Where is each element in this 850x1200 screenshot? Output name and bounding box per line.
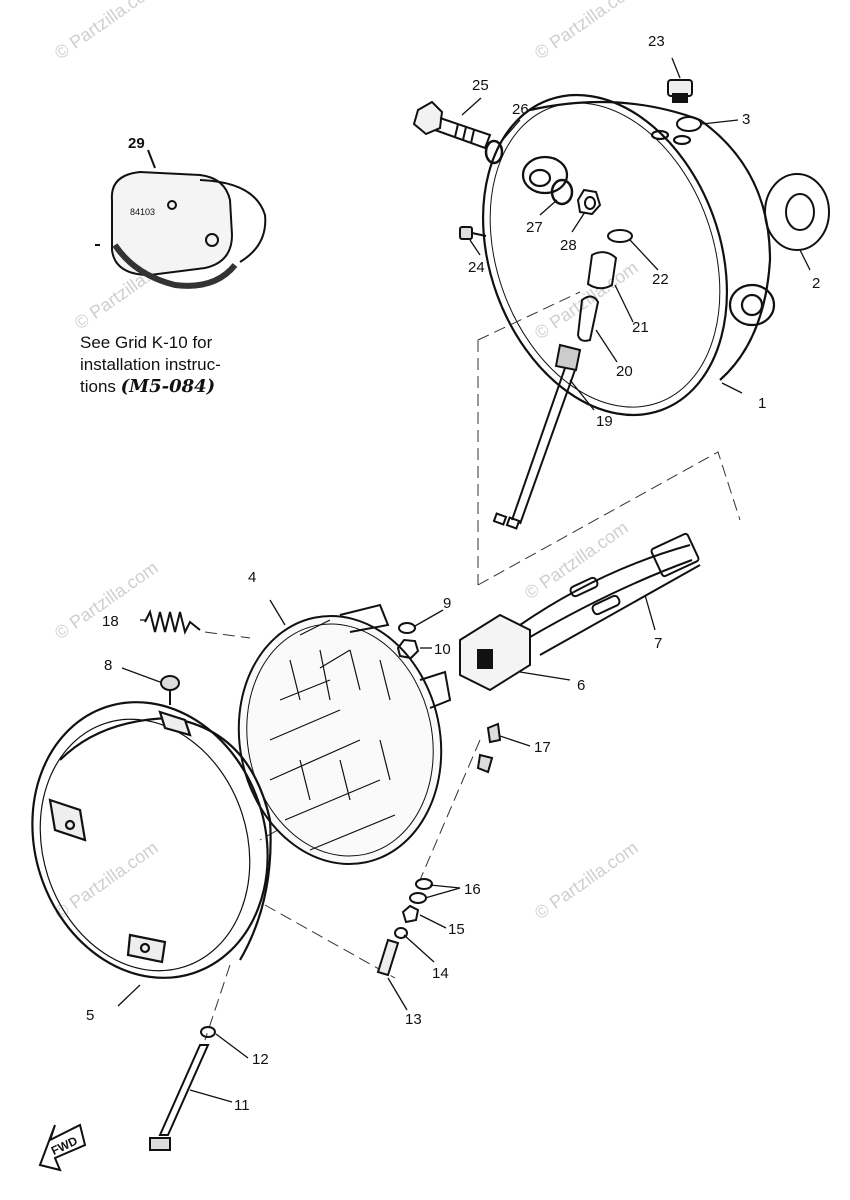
- wire-harness: [459, 532, 701, 692]
- cap-bolt: [667, 79, 693, 103]
- callout-20: 20: [616, 363, 633, 380]
- bulb-socket: [492, 251, 618, 530]
- note-code: (M5-084): [120, 376, 216, 397]
- callout-1: 1: [758, 395, 766, 412]
- callout-23: 23: [648, 33, 665, 50]
- stamp-text: 84103: [130, 207, 155, 217]
- callout-7: 7: [654, 635, 662, 652]
- callout-14: 14: [432, 965, 449, 982]
- spring: [144, 609, 201, 635]
- guide-lines: [204, 291, 741, 1041]
- grommet: [764, 173, 830, 251]
- leader-lines: [117, 57, 811, 1103]
- headlight-rim: [31, 701, 272, 979]
- callout-16: 16: [464, 881, 481, 898]
- headlight-shell: [481, 93, 776, 417]
- watermark: © Partzilla.com: [531, 257, 642, 343]
- callout-17: 17: [534, 739, 551, 756]
- callout-10: 10: [434, 641, 451, 658]
- washer: [484, 139, 504, 165]
- callout-21: 21: [632, 319, 649, 336]
- callout-8: 8: [104, 657, 112, 674]
- watermark: © Partzilla.com: [51, 557, 162, 643]
- nut: [396, 638, 420, 660]
- callout-25: 25: [472, 77, 489, 94]
- note-line: installation instruc-: [80, 355, 221, 374]
- callout-6: 6: [577, 677, 585, 694]
- fwd-arrow: FWD: [38, 1123, 87, 1172]
- note-line: tions: [80, 377, 116, 396]
- note-line-3: tions (M5-084): [62, 376, 292, 398]
- callout-labels: 1 2 3 4 5 6 7 8 9 10 11 12 13 14 15 16 1…: [86, 33, 820, 1114]
- washer: [398, 622, 416, 634]
- sealed-beam: [237, 603, 452, 866]
- callout-19: 19: [596, 413, 613, 430]
- watermark: © Partzilla.com: [531, 837, 642, 923]
- watermark: © Partzilla.com: [51, 0, 162, 63]
- washer: [550, 178, 574, 206]
- callout-3: 3: [742, 111, 750, 128]
- installation-note: See Grid K-10 for installation instruc- …: [62, 332, 292, 398]
- callout-4: 4: [248, 569, 256, 586]
- callout-18: 18: [102, 613, 119, 630]
- adjust-screw: [149, 1026, 216, 1151]
- callout-27: 27: [526, 219, 543, 236]
- watermark: © Partzilla.com: [51, 837, 162, 923]
- callout-5: 5: [86, 1007, 94, 1024]
- adjust-hardware: [376, 722, 502, 977]
- callout-11: 11: [234, 1097, 250, 1114]
- callout-26: 26: [512, 101, 529, 118]
- screw: [160, 675, 180, 705]
- nut: [576, 188, 602, 216]
- washer: [607, 229, 633, 243]
- callout-9: 9: [443, 595, 451, 612]
- screw: [459, 226, 487, 240]
- callout-12: 12: [252, 1051, 269, 1068]
- callout-28: 28: [560, 237, 577, 254]
- callout-29: 29: [128, 135, 145, 152]
- callout-24: 24: [468, 259, 485, 276]
- washer: [676, 116, 702, 132]
- callout-22: 22: [652, 271, 669, 288]
- callout-15: 15: [448, 921, 465, 938]
- callout-13: 13: [405, 1011, 422, 1028]
- bolt: [412, 100, 492, 150]
- watermark: © Partzilla.com: [531, 0, 642, 63]
- note-line: See Grid K-10 for: [80, 333, 213, 352]
- callout-2: 2: [812, 275, 820, 292]
- inset-part-29: 84103: [95, 149, 267, 289]
